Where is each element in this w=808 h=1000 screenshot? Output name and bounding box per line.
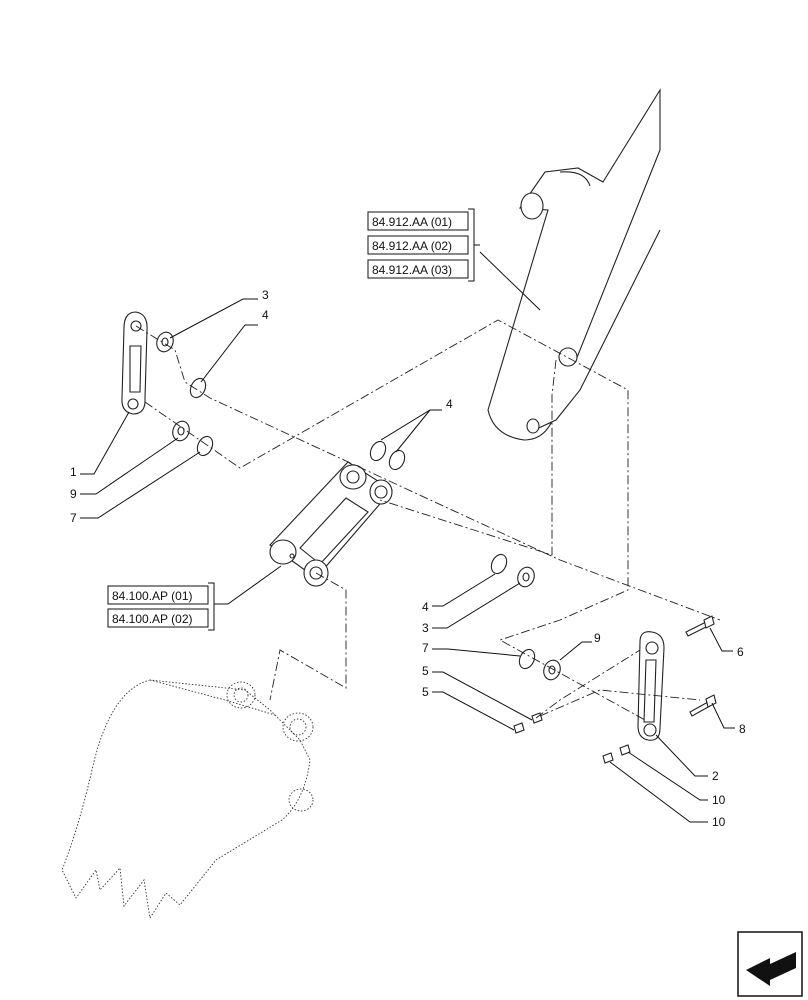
callout-4-lower: 4: [422, 600, 429, 614]
callout-5-b: 5: [422, 685, 429, 699]
previous-page-arrow-icon[interactable]: [737, 931, 803, 997]
link-ref-02[interactable]: 84.100.AP (02): [112, 612, 193, 626]
callout-10-b: 10: [712, 815, 726, 829]
callout-1: 1: [70, 465, 77, 479]
arm-ref-01[interactable]: 84.912.AA (01): [372, 215, 452, 229]
callout-7-lower: 7: [422, 641, 429, 655]
callout-4-top: 4: [262, 308, 269, 322]
arm-reference-group: 84.912.AA (01) 84.912.AA (02) 84.912.AA …: [367, 208, 480, 282]
link-right: [637, 631, 665, 741]
leader-lines: [80, 251, 735, 823]
h-link: [269, 461, 393, 587]
callout-6: 6: [737, 645, 744, 659]
arm-ref-03[interactable]: 84.912.AA (03): [372, 263, 452, 277]
callout-8: 8: [739, 722, 746, 736]
callouts: 3 4 1 9 7 4 4 3 7 9 5 5 6 8 2 10 10: [70, 288, 746, 829]
link-left: [121, 311, 148, 415]
assembly-lines: [135, 319, 721, 721]
dipper-arm: [487, 88, 661, 441]
callout-7-left: 7: [70, 511, 77, 525]
link-ref-01[interactable]: 84.100.AP (01): [112, 589, 193, 603]
arm-ref-02[interactable]: 84.912.AA (02): [372, 239, 452, 253]
bolts-and-nuts: [513, 615, 717, 764]
washers-and-rings: [156, 331, 561, 681]
callout-2: 2: [712, 769, 719, 783]
link-reference-group: 84.100.AP (01) 84.100.AP (02): [107, 582, 220, 631]
callout-5-a: 5: [422, 664, 429, 678]
callout-4-center: 4: [446, 397, 453, 411]
bucket: [61, 679, 314, 920]
callout-9-right: 9: [594, 631, 601, 645]
callout-3-lower: 3: [422, 621, 429, 635]
callout-10-a: 10: [712, 793, 726, 807]
callout-9-left: 9: [70, 487, 77, 501]
callout-3-top: 3: [262, 288, 269, 302]
